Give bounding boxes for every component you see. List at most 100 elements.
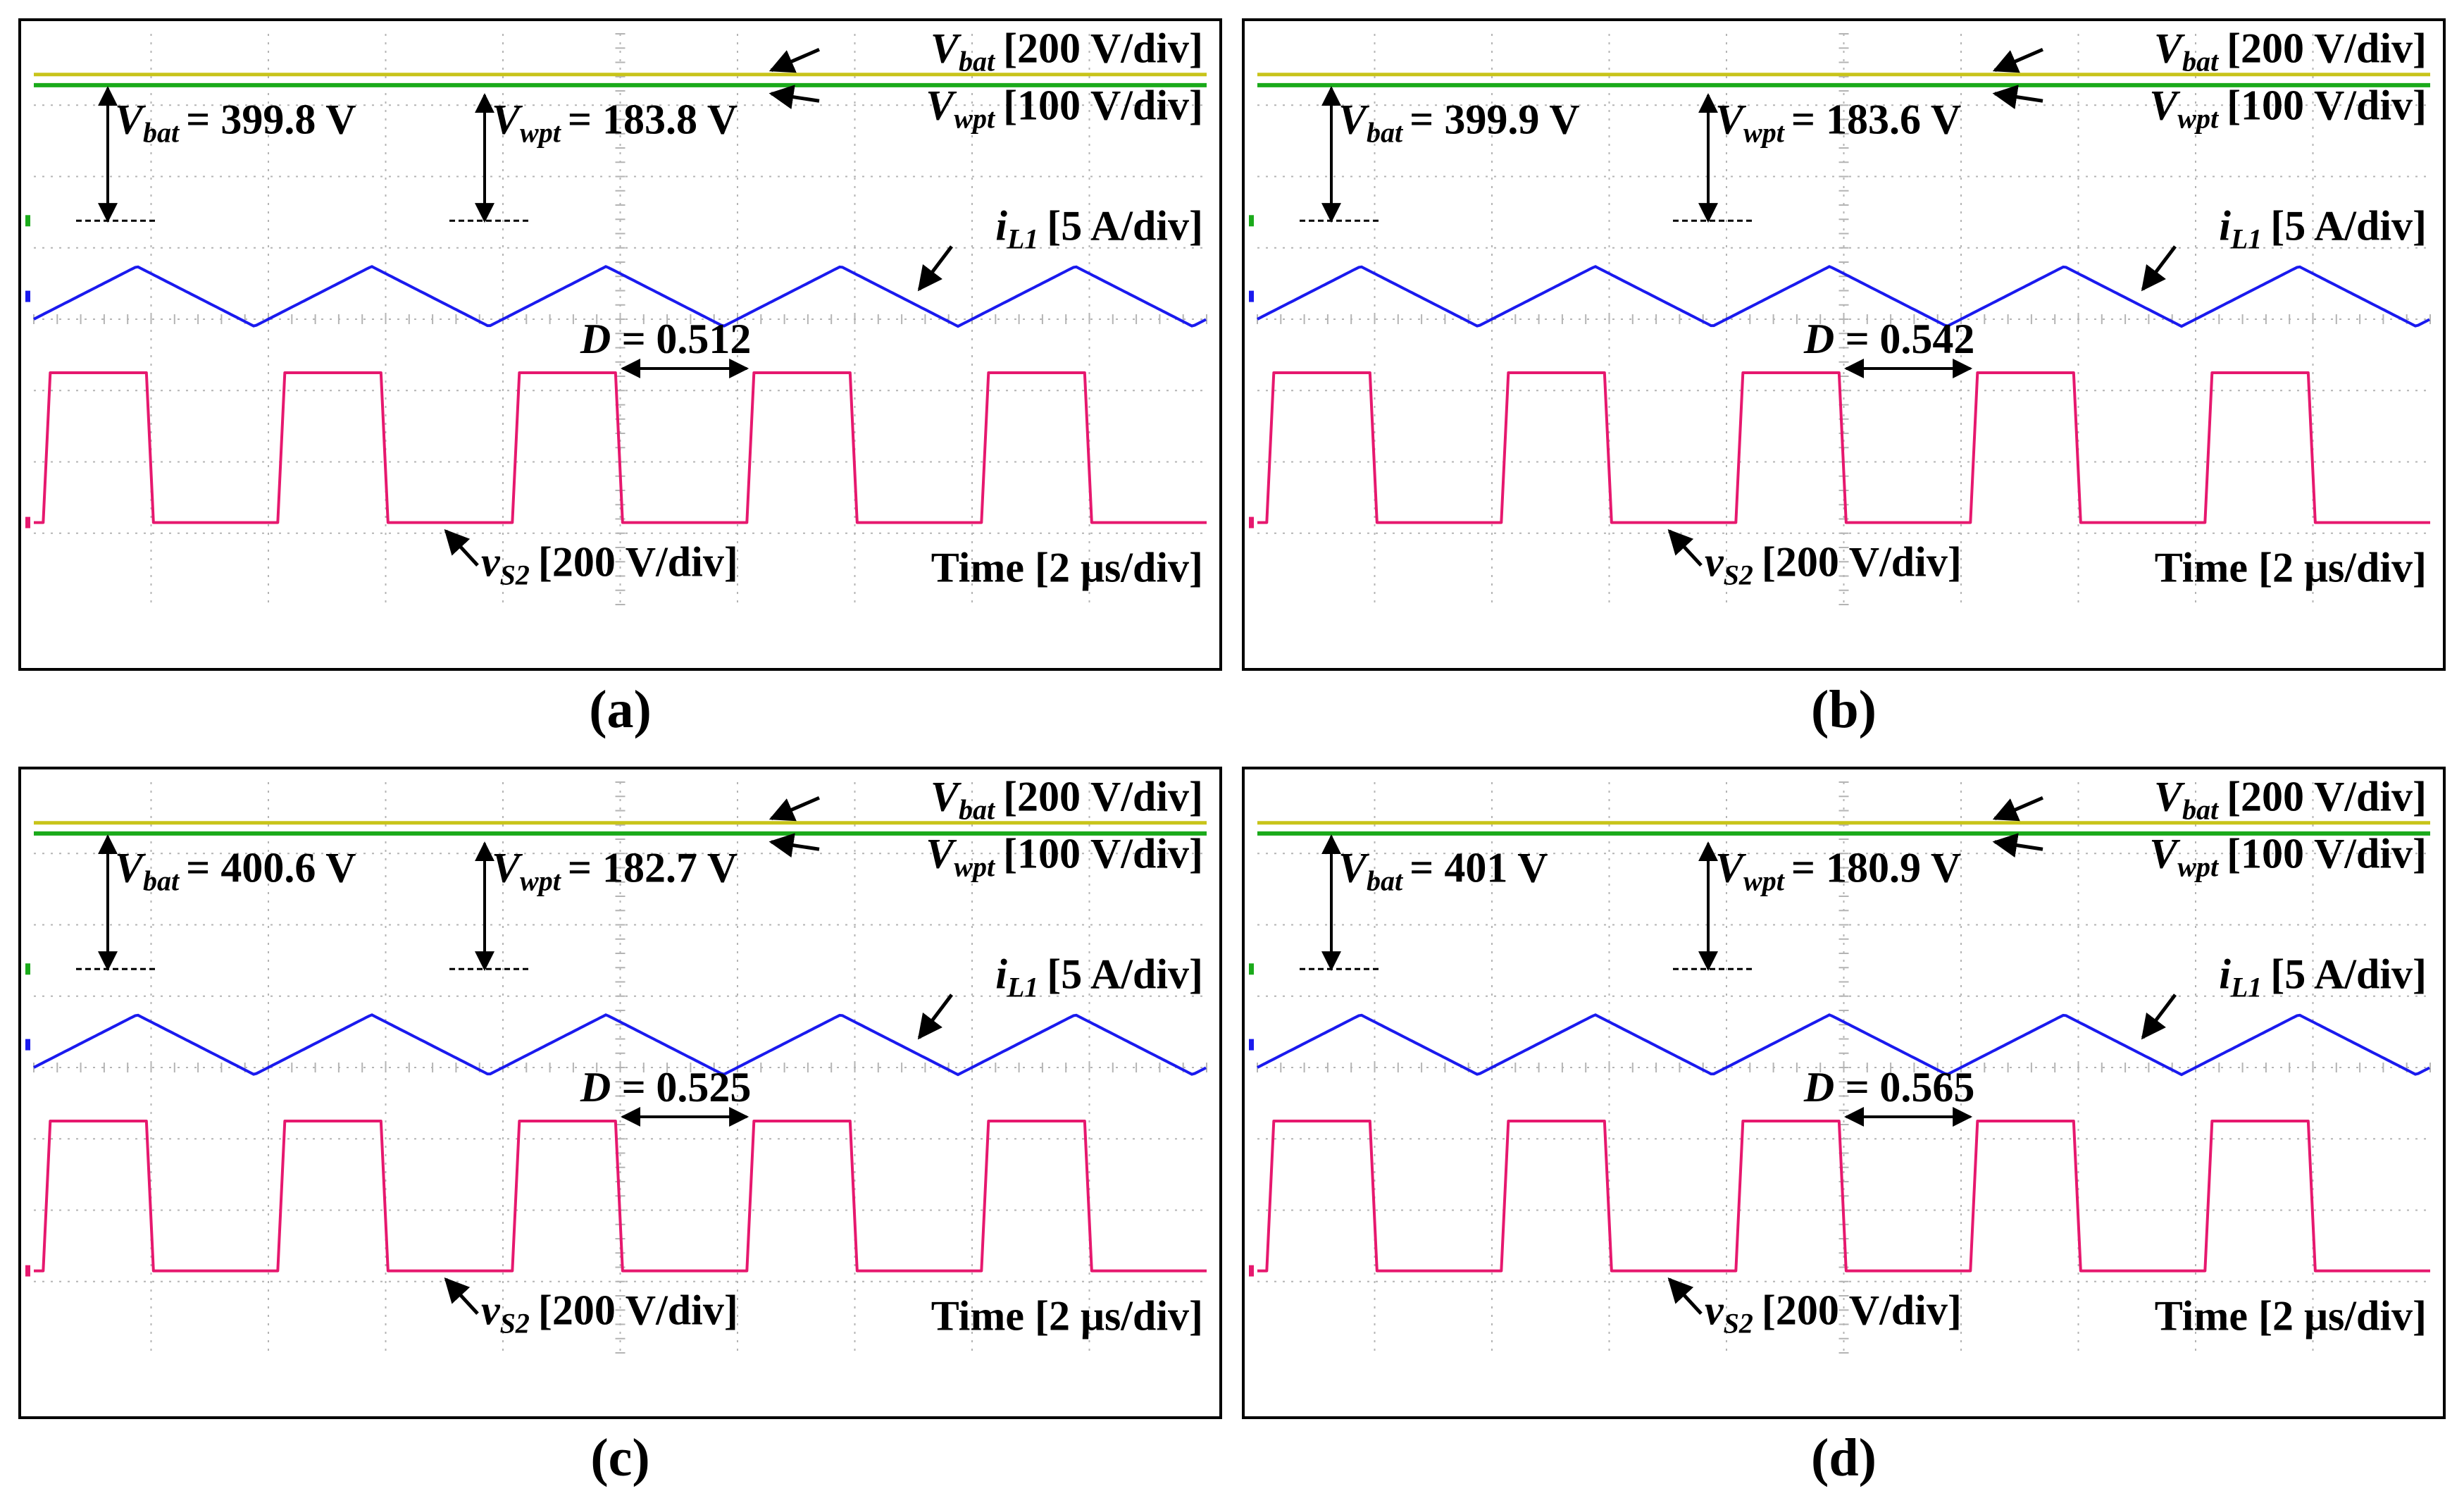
vwpt-ch-subscript: wpt <box>954 102 996 134</box>
vwpt-symbol: V <box>492 845 523 891</box>
time-scale-label: Time [2 μs/div] <box>2155 545 2427 591</box>
il1-pointer-arrow <box>917 994 953 1040</box>
vwpt-value: = 180.9 V <box>1791 845 1961 891</box>
duty-value: 0.542 <box>1879 316 1974 362</box>
panel-frame <box>1242 18 2446 671</box>
vwpt-symbol: V <box>1715 845 1747 891</box>
vbat-ch-subscript: bat <box>959 793 996 825</box>
il1-trace <box>1257 265 2430 328</box>
vwpt-ch-symbol: V <box>2149 830 2181 877</box>
duty-prefix: D = <box>1803 316 1880 362</box>
vwpt-ch-symbol: V <box>926 82 957 128</box>
vbat-value: = 399.8 V <box>186 97 356 143</box>
vs2-channel-label: vS2[200 V/div] <box>1705 539 1962 591</box>
panel-caption-text: (a) <box>589 680 652 739</box>
vbat-ch-symbol: V <box>2154 773 2186 819</box>
panel-frame <box>18 18 1222 671</box>
vbat-subscript: bat <box>1367 865 1404 897</box>
channel-marker <box>1249 290 1254 302</box>
vwpt-value: = 183.8 V <box>568 97 738 143</box>
duty-label: D = 0.542 <box>1803 316 1975 362</box>
duty-label: D = 0.525 <box>580 1064 752 1110</box>
time-scale-text: Time [2 μs/div] <box>931 1293 1203 1339</box>
panel-caption: (a) <box>589 680 652 739</box>
vs2-channel-label: vS2[200 V/div] <box>1705 1287 1962 1339</box>
center-ticks <box>33 33 1207 605</box>
vwpt-ch-subscript: wpt <box>954 850 996 882</box>
channel-marker <box>25 215 30 227</box>
vbat-ch-subscript: bat <box>2182 793 2220 825</box>
il1-ch-symbol: i <box>995 202 1007 249</box>
time-scale-label: Time [2 μs/div] <box>2155 1293 2427 1339</box>
vwpt-ch-scale: [100 V/div] <box>1003 82 1203 128</box>
vbat-symbol: V <box>1338 97 1370 143</box>
vwpt-measurement: Vwpt= 180.9 V <box>1715 845 1961 897</box>
vwpt-subscript: wpt <box>1743 865 1786 897</box>
vbat-symbol: V <box>115 97 147 143</box>
il1-ch-subscript: L1 <box>1007 971 1038 1003</box>
il1-pointer-arrow <box>2141 994 2177 1040</box>
vs2-ch-subscript: S2 <box>1724 559 1753 591</box>
il1-ch-scale: [5 A/div] <box>2270 202 2427 249</box>
vbat-pointer-arrow <box>769 796 820 822</box>
vwpt-subscript: wpt <box>1743 117 1786 149</box>
vwpt-channel-label: Vwpt[100 V/div] <box>2149 82 2427 134</box>
vbat-symbol: V <box>115 845 147 891</box>
duty-label: D = 0.565 <box>1803 1064 1975 1110</box>
vbat-value: = 399.9 V <box>1410 97 1579 143</box>
vs2-ch-symbol: v <box>481 1287 501 1334</box>
vwpt-measurement: Vwpt= 183.8 V <box>492 97 738 149</box>
vs2-pointer-arrow <box>1667 1277 1703 1316</box>
graticule <box>1257 782 2430 1353</box>
vbat-channel-label: Vbat[200 V/div] <box>2154 773 2427 825</box>
vs2-ch-scale: [200 V/div] <box>538 539 738 586</box>
time-scale-label: Time [2 μs/div] <box>931 545 1203 591</box>
vwpt-ch-symbol: V <box>2149 82 2181 128</box>
channel-marker <box>25 516 30 528</box>
vbat-pointer-arrow <box>769 47 820 73</box>
channel-marker <box>25 1265 30 1277</box>
il1-ch-scale: [5 A/div] <box>2270 951 2427 997</box>
panel-caption: (b) <box>1811 680 1877 739</box>
vs2-ch-symbol: v <box>1705 539 1724 586</box>
vbat-symbol: V <box>1338 845 1370 891</box>
il1-trace <box>1257 1013 2430 1077</box>
vs2-pointer-arrow <box>1667 528 1703 567</box>
vs2-ch-subscript: S2 <box>500 1308 530 1339</box>
vwpt-value: = 183.6 V <box>1791 97 1961 143</box>
il1-ch-symbol: i <box>2219 951 2231 997</box>
vs2-pointer-arrow <box>444 528 479 567</box>
il1-ch-subscript: L1 <box>2230 223 2262 254</box>
vbat-channel-label: Vbat[200 V/div] <box>2154 25 2427 77</box>
duty-value: 0.525 <box>656 1064 751 1110</box>
il1-ch-subscript: L1 <box>1007 223 1038 254</box>
graticule <box>1257 34 2430 605</box>
panel-caption-text: (b) <box>1811 680 1877 739</box>
vwpt-measurement: Vwpt= 182.7 V <box>492 845 738 897</box>
il1-ch-subscript: L1 <box>2230 971 2262 1003</box>
panel-caption-text: (d) <box>1811 1428 1877 1487</box>
vwpt-symbol: V <box>1715 97 1747 143</box>
vs2-channel-label: vS2[200 V/div] <box>481 1287 738 1339</box>
channel-marker <box>1249 963 1254 975</box>
channel-marker <box>25 290 30 302</box>
channel-marker <box>1249 215 1254 227</box>
vwpt-pointer-arrow <box>769 833 820 858</box>
il1-trace <box>33 265 1207 328</box>
vbat-channel-label: Vbat[200 V/div] <box>931 25 1203 77</box>
panel-frame <box>18 767 1222 1419</box>
time-scale-text: Time [2 μs/div] <box>2155 1293 2427 1339</box>
vs2-ch-scale: [200 V/div] <box>1762 1287 1962 1334</box>
vbat-ch-scale: [200 V/div] <box>2227 773 2427 819</box>
il1-ch-symbol: i <box>2219 202 2231 249</box>
il1-pointer-arrow <box>917 245 953 292</box>
vbat-value: = 400.6 V <box>186 845 356 891</box>
graticule <box>34 782 1207 1353</box>
vwpt-ch-scale: [100 V/div] <box>1003 830 1203 877</box>
vbat-ch-symbol: V <box>2154 25 2186 71</box>
duty-value: 0.565 <box>1879 1064 1974 1110</box>
vbat-value: = 401 V <box>1410 845 1548 891</box>
